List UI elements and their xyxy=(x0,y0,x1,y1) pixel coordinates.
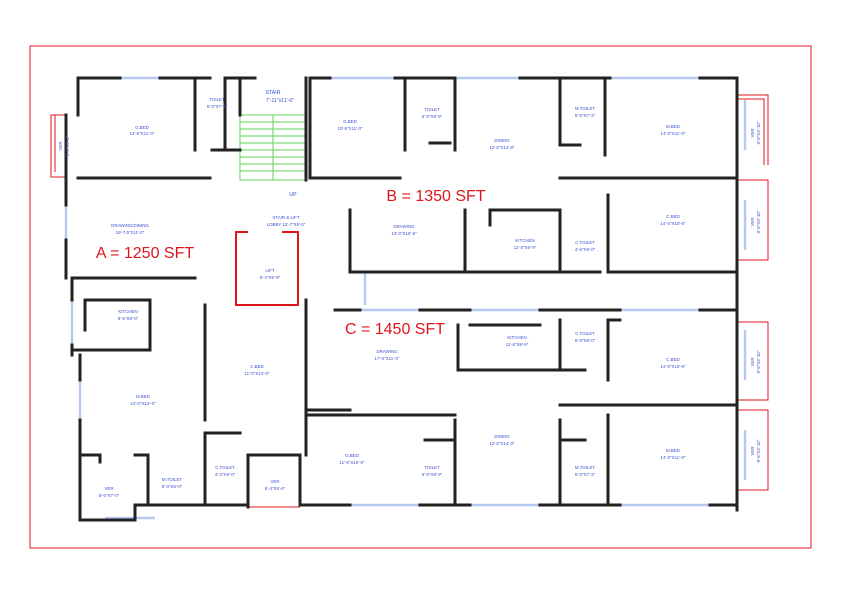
a-mbed-label: M.BED xyxy=(136,394,150,399)
c-cbed-dim: 14'-0"X10'-6" xyxy=(660,364,686,369)
c-gbed-dim: 11'-6"X10'-6" xyxy=(340,460,365,465)
unit-a-area: A = 1250 SFT xyxy=(96,245,195,262)
c-ctoilet-dim: 5'-0"X8'-0" xyxy=(575,338,596,343)
c-dining-dim: 12'-0"X14'-0" xyxy=(489,441,515,446)
windows xyxy=(64,76,747,520)
a-ver-top-dim: 5'-0"X3'-0" xyxy=(65,135,70,156)
c-cbed-label: C.BED xyxy=(666,357,679,362)
c-ver-mid-label: VER xyxy=(750,357,755,366)
lift-label: LIFT xyxy=(265,268,274,273)
b-ver-top-dim: 9'-6"X3'-10" xyxy=(756,121,761,144)
b-drawing-dim: 13'-0"X10'-6" xyxy=(391,231,417,236)
stair-lobby-label: STAIR & LIFT xyxy=(273,215,300,220)
b-cbed-dim: 14'-0"X10'-6" xyxy=(660,221,686,226)
a-ver-mid-dim: 6'-4"X5'-6" xyxy=(265,486,286,491)
verandas xyxy=(50,94,769,508)
a-mtoilet-dim: 8'-0"X5'-0" xyxy=(162,484,183,489)
a-gbed-label: G.BED xyxy=(135,125,149,130)
c-ctoilet-label: C.TOILET xyxy=(575,331,595,336)
lift-dim: 6'-4"X6'-8" xyxy=(260,275,281,280)
c-drawing-label: DRAWING xyxy=(376,349,398,354)
b-gbed-label: G.BED xyxy=(343,119,357,124)
b-kitchen-label: KITCHEN xyxy=(515,238,534,243)
a-cbed-label: C.BED xyxy=(250,364,263,369)
b-mbed-dim: 14'-0"X11'-0" xyxy=(661,131,686,136)
a-gbed-dim: 12'-6"X11'-0" xyxy=(130,131,155,136)
a-ctoilet-dim: 4'-3"X8'-0" xyxy=(215,472,236,477)
c-mtoilet-dim: 5'-0"X7'-3" xyxy=(575,472,596,477)
c-toilet-label: TOILET xyxy=(424,465,440,470)
b-drawing-label: DRAWING xyxy=(393,224,415,229)
room-labels: STAIR 7'-11"x11'-6" UP STAIR & LIFT LOBB… xyxy=(58,90,761,498)
a-ctoilet-label: C.TOILET xyxy=(215,465,235,470)
a-drawing-dim: 19'-7.5"X11'-0" xyxy=(116,230,145,235)
a-toilet-dim: 5'-0"X7'-4" xyxy=(207,104,228,109)
b-ver-mid-dim: 9'-6"X3'-10" xyxy=(756,210,761,233)
b-mtoilet-dim: 5'-0"X7'-3" xyxy=(575,113,596,118)
a-ver-mid-label: VER xyxy=(270,479,279,484)
a-ver-top-label: VER xyxy=(58,141,63,150)
b-toilet-label: TOILET xyxy=(424,107,440,112)
b-kitchen-dim: 11'-0"X8'-9" xyxy=(514,245,537,250)
unit-c-area: C = 1450 SFT xyxy=(345,321,445,338)
c-mbed-dim: 14'-0"X11'-0" xyxy=(661,455,686,460)
c-mtoilet-label: M.TOILET xyxy=(575,465,595,470)
b-mtoilet-label: M.TOILET xyxy=(575,106,595,111)
c-dining-label: DINING xyxy=(494,434,510,439)
c-mbed-label: M.BED xyxy=(666,448,680,453)
c-gbed-label: G.BED xyxy=(345,453,359,458)
drawing-border xyxy=(29,45,812,549)
a-toilet-label: TOILET xyxy=(209,97,225,102)
c-ver-mid-dim: 9'-6"X3'-10" xyxy=(756,350,761,373)
a-kitchen-dim: 8'-6"X8'-0" xyxy=(118,316,139,321)
b-ctoilet-label: C.TOILET xyxy=(575,240,595,245)
b-dining-label: DINING xyxy=(494,138,510,143)
b-dining-dim: 12'-0"X14'-8" xyxy=(489,145,515,150)
a-cbed-dim: 11'-0"X14'-0" xyxy=(245,371,270,376)
c-kitchen-dim: 11'-6"X8'-9" xyxy=(506,342,529,347)
a-mtoilet-label: M.TOILET xyxy=(162,477,182,482)
walls xyxy=(64,76,739,522)
a-drawing-label: DRAWING/DINING xyxy=(111,223,149,228)
b-toilet-dim: 5'-0"X8'-9" xyxy=(422,114,443,119)
stair-flight xyxy=(239,114,307,181)
a-ver-bottom-label: VER xyxy=(104,486,113,491)
unit-b-area: B = 1350 SFT xyxy=(386,188,485,205)
c-toilet-dim: 5'-0"X8'-9" xyxy=(422,472,443,477)
a-ver-bottom-dim: 6'-0"X7'-0" xyxy=(99,493,120,498)
b-cbed-label: C.BED xyxy=(666,214,679,219)
c-kitchen-label: KITCHEN xyxy=(507,335,526,340)
b-mbed-label: M.BED xyxy=(666,124,680,129)
c-ver-bottom-label: VER xyxy=(750,446,755,455)
b-ver-top-label: VER xyxy=(750,128,755,137)
b-ctoilet-dim: 4'-6"X8'-0" xyxy=(575,247,596,252)
stair-lobby-dim: LOBBY 12'-7"X6'-0" xyxy=(267,222,306,227)
c-drawing-dim: 17'-0"X11'-0" xyxy=(375,356,400,361)
up-label: UP xyxy=(289,192,297,198)
stair-dim: 7'-11"x11'-6" xyxy=(266,98,294,104)
b-gbed-dim: 10'-9"X11'-0" xyxy=(338,126,363,131)
c-ver-bottom-dim: 9'-6"X3'-10" xyxy=(756,439,761,462)
a-kitchen-label: KITCHEN xyxy=(118,309,137,314)
b-ver-mid-label: VER xyxy=(750,217,755,226)
stair-label: STAIR xyxy=(266,90,281,96)
a-mbed-dim: 14'-0"X12'-0" xyxy=(130,401,156,406)
